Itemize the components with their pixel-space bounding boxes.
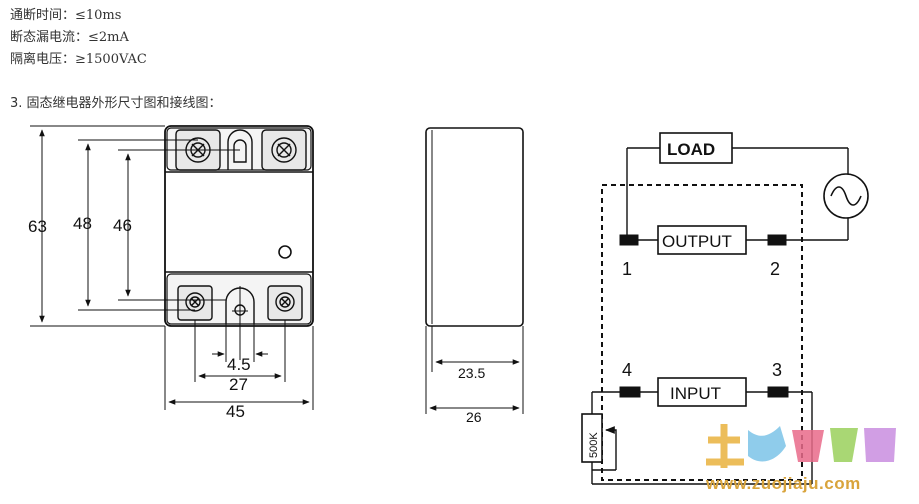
dim-label-63: 63	[28, 217, 47, 236]
dim-label-46: 46	[113, 216, 132, 235]
dim-label-23-5: 23.5	[458, 365, 485, 381]
indicator-led	[278, 245, 292, 259]
ac-source-icon	[823, 173, 869, 219]
terminal-2	[767, 234, 787, 246]
potentiometer-500k	[581, 413, 603, 463]
relay-outline	[601, 184, 803, 481]
section-heading: 3. 固态继电器外形尺寸图和接线图：	[10, 96, 222, 111]
mounting-slot-top	[227, 129, 253, 170]
spec-leakage-current: 断态漏电流：≤2mA	[10, 30, 129, 45]
pin-label-3: 3	[772, 360, 782, 380]
relay-side-body	[425, 127, 524, 327]
wiring-diagram	[581, 132, 869, 485]
dim-label-26: 26	[466, 409, 482, 425]
dim-label-4-5: 4.5	[227, 355, 251, 374]
terminal-4	[619, 386, 641, 398]
relay-body	[164, 125, 314, 327]
input-box	[657, 377, 747, 407]
dim-label-27: 27	[229, 375, 248, 394]
side-view	[425, 127, 524, 414]
terminal-3	[767, 386, 789, 398]
spec-switch-time: 通断时间：≤10ms	[10, 8, 122, 23]
terminal-1	[619, 234, 639, 246]
pin-label-1: 1	[622, 259, 632, 279]
spec-isolation-voltage: 隔离电压：≥1500VAC	[10, 52, 147, 67]
pin-label-4: 4	[622, 360, 632, 380]
output-label: OUTPUT	[662, 232, 732, 251]
watermark-url: www.zuojiaju.com	[706, 474, 861, 493]
terminal-screw-bottom-right	[267, 285, 303, 321]
pin-label-2: 2	[770, 259, 780, 279]
watermark-logo	[706, 424, 896, 468]
potentiometer-label: 500K	[588, 432, 600, 458]
load-box	[659, 132, 733, 164]
front-view	[30, 125, 314, 410]
terminal-screw-bottom-left	[177, 285, 213, 321]
dim-label-48: 48	[73, 214, 92, 233]
output-box	[657, 225, 747, 255]
dim-label-45: 45	[226, 402, 245, 421]
load-label: LOAD	[667, 140, 715, 159]
input-label: INPUT	[670, 384, 721, 403]
